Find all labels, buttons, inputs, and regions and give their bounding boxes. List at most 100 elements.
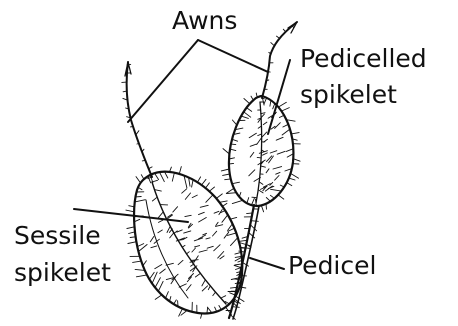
hair-stroke: [206, 195, 213, 203]
hatch-stroke: [200, 205, 208, 207]
hair-stroke: [136, 275, 147, 277]
hair-stroke: [258, 190, 263, 193]
hatch-stroke: [216, 222, 218, 225]
pedicelled-awn: [262, 22, 297, 98]
hair-stroke: [207, 307, 211, 313]
hair-stroke: [202, 179, 207, 185]
hair-stroke: [136, 177, 141, 183]
hatch-stroke: [185, 215, 191, 216]
hatch-stroke: [178, 260, 183, 264]
hair-stroke: [232, 182, 239, 184]
hatch-stroke: [275, 123, 281, 129]
hair-stroke: [152, 197, 157, 201]
hatch-stroke: [276, 172, 280, 174]
hatch-stroke: [192, 195, 197, 198]
label-sessile-spikelet-line1: Sessile: [14, 221, 101, 250]
hair-stroke: [221, 296, 226, 298]
hatch-stroke: [158, 230, 162, 233]
hair-stroke: [247, 198, 249, 204]
hair-stroke: [187, 252, 190, 254]
hair-stroke: [216, 194, 222, 199]
hair-stroke: [182, 245, 185, 247]
hatch-stroke: [264, 139, 268, 142]
hair-stroke: [128, 242, 136, 244]
hatch-stroke: [263, 153, 268, 155]
hair-stroke: [257, 157, 261, 158]
hair-stroke: [266, 204, 267, 210]
hair-stroke: [158, 212, 163, 218]
hair-stroke: [227, 233, 236, 236]
hair-stroke: [273, 104, 275, 109]
hair-stroke: [126, 210, 134, 212]
hair-stroke: [234, 265, 241, 267]
hatch-stroke: [194, 256, 198, 263]
hatch-stroke: [214, 211, 219, 213]
hair-stroke: [247, 108, 252, 112]
hatch-stroke: [184, 231, 191, 233]
hair-stroke: [252, 197, 257, 198]
hair-stroke: [158, 281, 163, 291]
hatch-stroke: [151, 246, 157, 248]
hatch-stroke: [262, 132, 267, 137]
hair-stroke: [286, 149, 293, 152]
hatch-stroke: [214, 245, 220, 251]
hair-stroke: [155, 278, 160, 288]
hair-stroke: [209, 187, 214, 191]
hair-stroke: [220, 201, 228, 202]
hatch-stroke: [199, 250, 207, 252]
hair-stroke: [192, 180, 194, 187]
hair-stroke: [258, 134, 262, 136]
hatch-stroke: [263, 122, 267, 125]
hair-stroke: [277, 36, 280, 38]
hair-stroke: [208, 286, 210, 290]
hair-stroke: [231, 238, 238, 246]
hatch-stroke: [206, 238, 210, 239]
hair-stroke: [155, 295, 162, 300]
hair-stroke: [291, 173, 299, 178]
hair-stroke: [127, 227, 135, 229]
hair-stroke: [179, 167, 181, 174]
label-pedicelled-spikelet-line2: spikelet: [300, 80, 397, 109]
hair-stroke: [232, 120, 236, 125]
hair-stroke: [234, 279, 238, 280]
pedicel-stalk-edge: [233, 206, 259, 319]
hair-stroke: [291, 133, 299, 134]
hatch-stroke: [250, 152, 254, 157]
hatch-stroke: [250, 144, 256, 146]
hair-stroke: [174, 300, 177, 304]
hair-stroke: [270, 195, 274, 198]
hair-stroke: [251, 221, 258, 222]
hair-stroke: [221, 169, 229, 171]
hatch-stroke: [159, 220, 163, 222]
hair-stroke: [160, 172, 165, 182]
hatch-stroke: [203, 233, 207, 235]
hatch-stroke: [249, 133, 256, 138]
hair-stroke: [166, 292, 169, 299]
hatch-stroke: [266, 169, 269, 173]
hatch-stroke: [273, 167, 282, 169]
hatch-stroke: [277, 151, 285, 154]
hair-stroke: [172, 173, 174, 182]
hair-stroke: [271, 189, 282, 191]
hair-stroke: [213, 292, 216, 296]
hatch-stroke: [220, 256, 224, 259]
hair-stroke: [181, 310, 187, 315]
hair-stroke: [133, 261, 142, 262]
hair-stroke: [244, 99, 250, 104]
hair-stroke: [244, 112, 251, 117]
hatch-stroke: [160, 269, 166, 273]
hair-stroke: [136, 131, 139, 135]
hair-stroke: [235, 257, 242, 261]
hair-stroke: [282, 129, 290, 135]
hair-stroke: [230, 217, 237, 219]
hair-stroke: [149, 272, 154, 279]
hatch-stroke: [276, 137, 283, 140]
hatch-stroke: [150, 237, 154, 242]
hatch-stroke: [173, 207, 178, 212]
hatch-stroke: [213, 231, 217, 236]
hatch-stroke: [270, 151, 277, 153]
pedicel-leader: [250, 258, 284, 269]
hatch-stroke: [195, 246, 200, 247]
hair-stroke: [155, 173, 159, 179]
